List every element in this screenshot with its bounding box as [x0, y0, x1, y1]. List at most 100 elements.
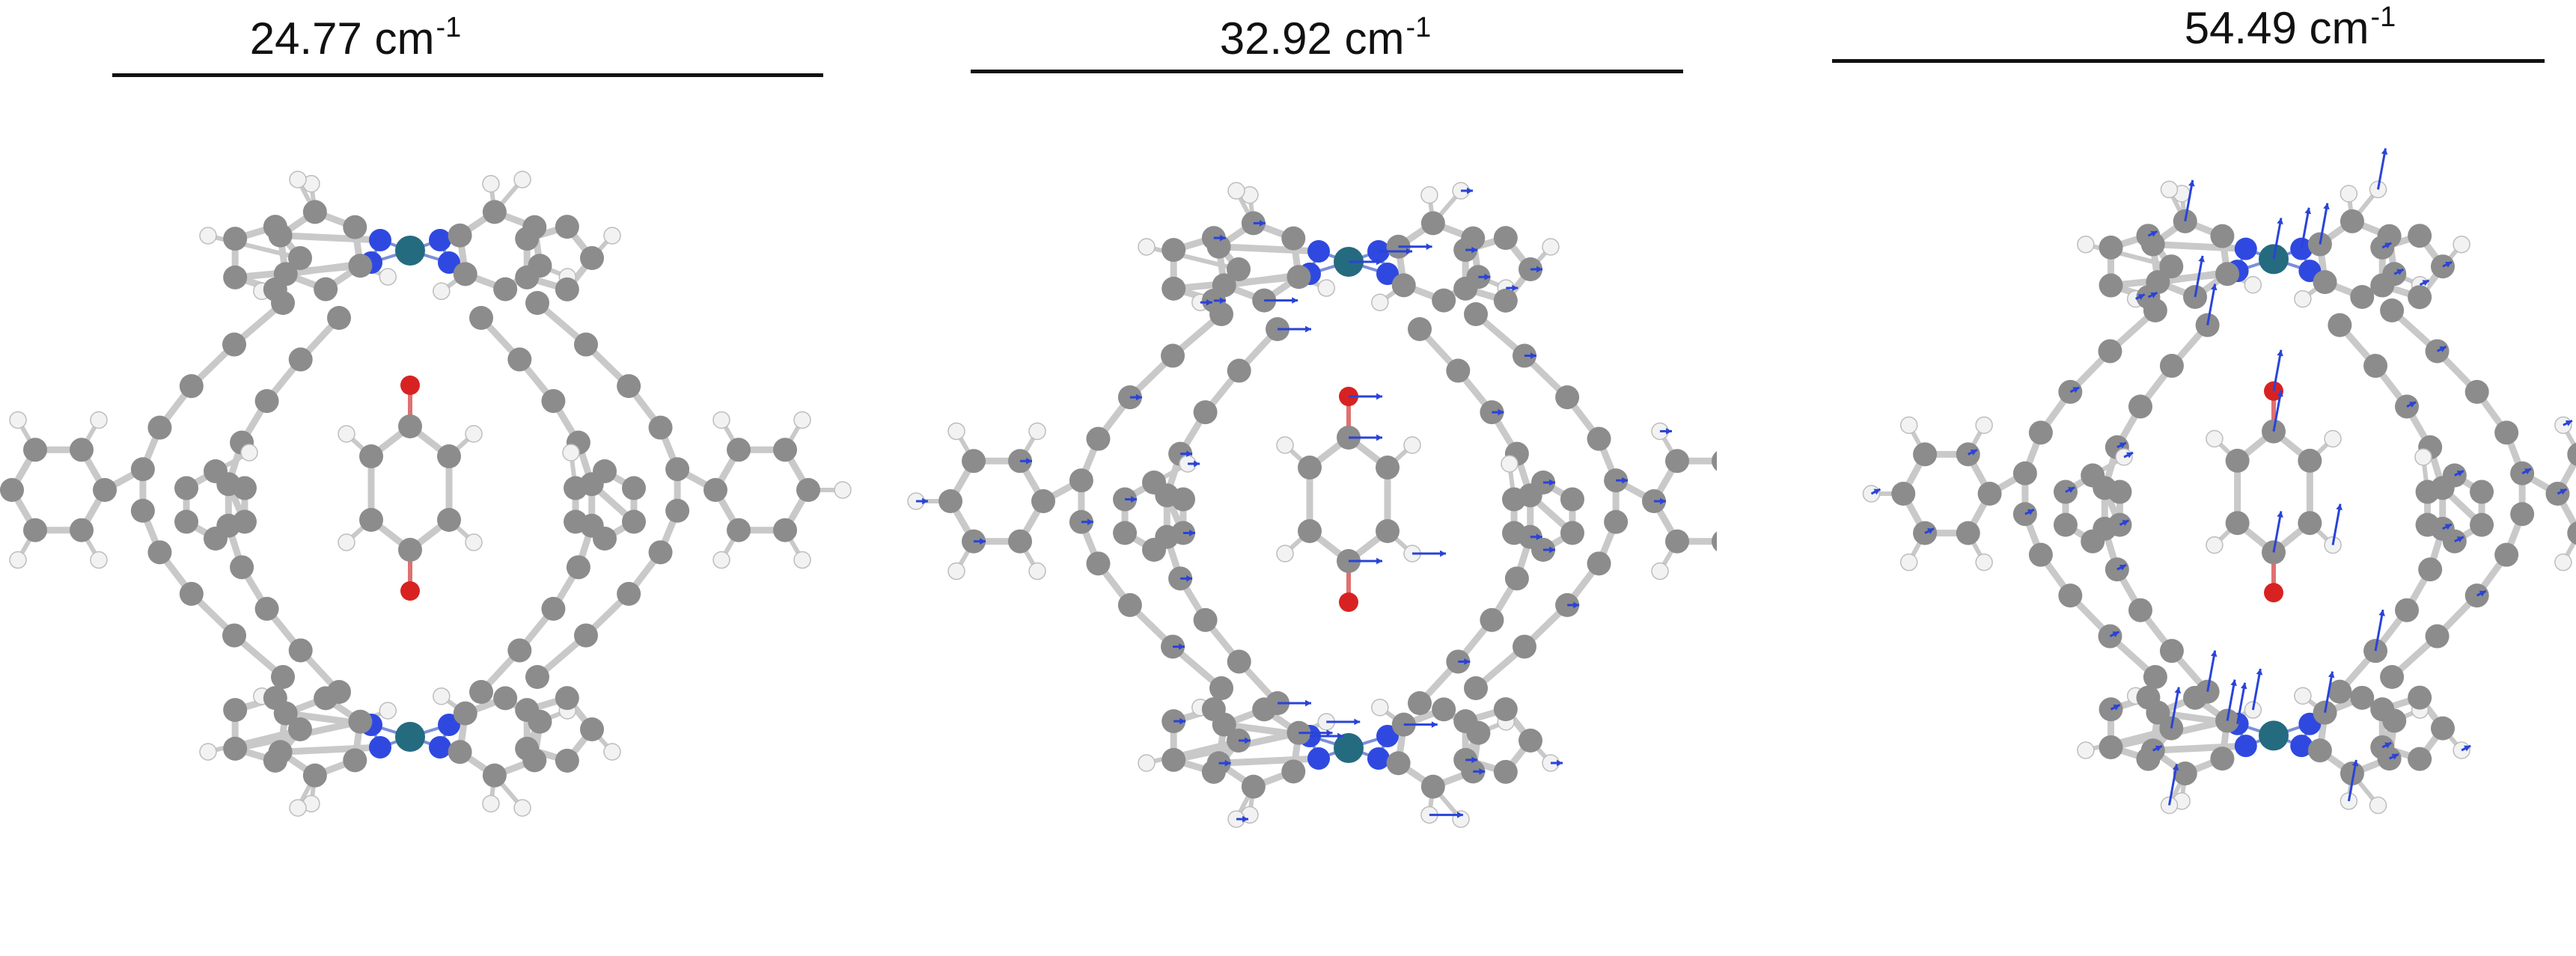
carbon-atom [437, 444, 461, 468]
carbon-atom [617, 374, 641, 399]
vector-arrowhead [2464, 745, 2471, 752]
frequency-unit: cm [1344, 13, 1405, 64]
carbon-atom [2370, 235, 2395, 260]
carbon-atom [525, 665, 549, 689]
hydrogen-atom [2340, 185, 2358, 203]
vector-arrowhead [2150, 292, 2158, 298]
carbon-atom [1665, 449, 1689, 474]
vector-arrowhead [1186, 575, 1193, 582]
hydrogen-atom [603, 743, 621, 761]
hydrogen-atom [1501, 455, 1519, 473]
vector-arrowhead [1186, 450, 1193, 457]
vector-arrowhead [1087, 518, 1093, 526]
carbon-atom [2159, 254, 2184, 279]
carbon-atom [1420, 211, 1445, 236]
carbon-atom [288, 638, 313, 663]
hydrogen-atom [289, 799, 307, 817]
hydrogen-atom [793, 551, 811, 569]
vector-arrowhead [2188, 180, 2195, 187]
hydrogen-atom [9, 411, 27, 429]
frequency-label: 54.49 cm-1 [2185, 3, 2396, 51]
carbon-atom [2363, 354, 2388, 379]
carbon-atom [515, 698, 540, 723]
carbon-atom [1512, 634, 1536, 659]
bond [1215, 243, 1322, 255]
displacement-vector [2236, 682, 2247, 724]
carbon-atom [398, 538, 422, 562]
carbon-atom [343, 748, 367, 773]
vector-arrowhead [2277, 349, 2283, 357]
carbon-atom [573, 623, 598, 648]
hydrogen-atom [289, 171, 307, 189]
vector-arrowhead [1219, 234, 1226, 242]
carbon-atom [1227, 649, 1251, 674]
mode-panel-1: 24.77 cm-1 [0, 0, 858, 956]
carbon-atom [2340, 761, 2364, 785]
hydrogen-atom [1899, 416, 1918, 435]
carbon-atom [2464, 379, 2489, 404]
carbon-atom [70, 438, 94, 462]
carbon-atom [1464, 302, 1488, 326]
vector-arrowhead [1622, 477, 1629, 484]
carbon-atom [2183, 284, 2208, 309]
frequency-unit-exponent: -1 [2370, 1, 2396, 33]
hydrogen-atom [1899, 553, 1918, 572]
carbon-atom [773, 438, 797, 462]
hydrogen-atom [433, 687, 451, 705]
carbon-atom [348, 709, 373, 734]
hydrogen-atom [2453, 236, 2470, 254]
displacement-vector [2272, 349, 2283, 392]
carbon-atom [1502, 487, 1527, 512]
hydrogen-atom [2294, 289, 2312, 308]
carbon-atom [727, 438, 751, 462]
carbon-atom [2012, 461, 2037, 485]
carbon-atom [1069, 468, 1093, 493]
carbon-atom [1008, 529, 1032, 554]
carbon-atom [453, 262, 477, 287]
carbon-atom [204, 527, 228, 551]
oxygen-atom [1339, 592, 1358, 612]
carbon-atom [2430, 716, 2455, 741]
vector-arrowhead [1512, 284, 1519, 292]
vector-arrowhead [2444, 524, 2452, 530]
carbon-atom [23, 518, 47, 542]
carbon-atom [773, 518, 797, 542]
carbon-atom [348, 254, 373, 278]
oxygen-atom [400, 376, 420, 395]
carbon-atom [2340, 209, 2364, 233]
carbon-atom [1161, 343, 1185, 368]
hydrogen-atom [1276, 436, 1294, 454]
frequency-unit-exponent: -1 [436, 12, 462, 43]
carbon-atom [1201, 759, 1226, 784]
carbon-atom [515, 265, 540, 289]
hydrogen-atom [1975, 553, 1993, 572]
displacement-vector [2374, 609, 2384, 652]
hydrogen-atom [513, 799, 531, 817]
carbon-atom [2143, 298, 2167, 322]
hydrogen-atom [1420, 186, 1438, 204]
mode-panel-2: 32.92 cm-1 [858, 0, 1717, 956]
vector-arrowhead [2524, 468, 2532, 475]
frequency-unit: cm [374, 13, 435, 64]
carbon-atom [1113, 487, 1138, 512]
carbon-atom [1086, 426, 1111, 451]
displacement-vector [2226, 679, 2236, 721]
carbon-atom [254, 596, 279, 621]
carbon-atom [2510, 502, 2535, 527]
carbon-atom [263, 686, 287, 711]
carbon-atom [1241, 774, 1266, 799]
carbon-atom [147, 415, 172, 440]
nitrogen-atom [1307, 747, 1330, 770]
carbon-atom [1493, 226, 1518, 251]
vector-arrowhead [1457, 811, 1463, 818]
vector-arrowhead [1666, 428, 1672, 435]
carbon-atom [1493, 288, 1518, 313]
carbon-atom [70, 518, 94, 542]
hydrogen-atom [9, 551, 27, 569]
hydrogen-atom [465, 533, 483, 551]
vector-arrowhead [2067, 487, 2075, 493]
carbon-atom [555, 277, 579, 301]
carbon-atom [2567, 521, 2576, 545]
carbon-atom [1227, 257, 1251, 281]
carbon-atom [2099, 697, 2123, 722]
